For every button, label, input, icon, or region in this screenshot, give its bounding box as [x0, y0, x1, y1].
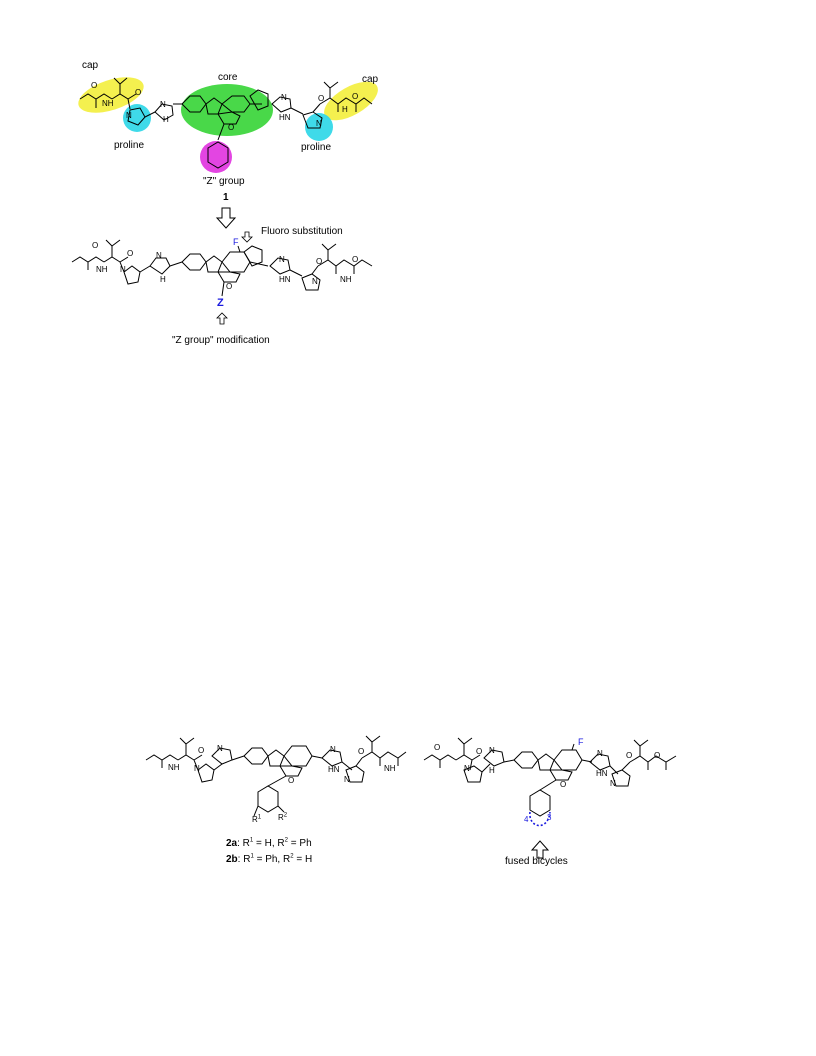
atom-h-imid-left-mod: H: [160, 275, 166, 284]
atom-o-amide-right: O: [318, 94, 325, 103]
z-atom: Z: [217, 297, 224, 309]
atom-o-amide-right-3: O: [626, 751, 633, 760]
atom-o-cap-right-3: O: [654, 751, 661, 760]
z-arrow: [216, 312, 228, 325]
atom-o-cap-right: O: [352, 92, 359, 101]
cap-right-label: cap: [362, 74, 379, 85]
atom-nh-left-2: NH: [168, 763, 180, 772]
atom-n-right: N: [316, 119, 322, 128]
atom-hn-right-2: HN: [328, 765, 340, 774]
atom-hn-right-mod: HN: [279, 275, 291, 284]
compound-2-structure: [145, 735, 407, 817]
atom-n-imid-left-2: N: [217, 744, 223, 753]
atom-h-imid-left-3: H: [489, 766, 495, 775]
atom-n-imid-left: N: [160, 100, 166, 109]
atom-hn-right: HN: [279, 113, 291, 122]
atom-o-amide-left-mod: O: [127, 249, 134, 258]
proline-right-label: proline: [301, 142, 332, 153]
atom-n-left: N: [126, 111, 132, 120]
atom-n-imid-left-mod: N: [156, 251, 162, 260]
compound-2a-caption: 2a: R1 = H, R2 = Ph: [226, 837, 312, 849]
atom-o-cap-left: O: [91, 81, 98, 90]
atom-nh-left: NH: [102, 99, 114, 108]
proline-right-highlight: [305, 113, 333, 141]
proline-left-label: proline: [114, 140, 145, 151]
atom-n-left-2: N: [194, 764, 200, 773]
atom-n-right-mod: N: [312, 277, 318, 286]
atom-nh-right-2: NH: [384, 764, 396, 773]
atom-o-amide-left-2: O: [198, 746, 205, 755]
atom-nh-left-mod: NH: [96, 265, 108, 274]
atom-o-amide-left: O: [135, 88, 142, 97]
atom-n-imid-right-3: N: [597, 749, 603, 758]
z-group-label: "Z" group: [203, 176, 245, 187]
fluorine-atom: F: [233, 237, 239, 247]
atom-o-core-2: O: [288, 776, 295, 785]
fused-bicycle-structure: [423, 737, 677, 817]
cap-left-label: cap: [82, 60, 99, 71]
atom-n-imid-right-mod: N: [279, 255, 285, 264]
atom-o-cap-left-mod: O: [92, 241, 99, 250]
position-3-label: 3: [547, 813, 552, 822]
atom-n-left-3: N: [464, 764, 470, 773]
atom-n-right-3: N: [610, 779, 616, 788]
cap-left-highlight: [78, 77, 144, 113]
atom-n-imid-right-2: N: [330, 745, 336, 754]
fused-ring-dotted: [529, 811, 551, 827]
atom-n-imid-right: N: [281, 93, 287, 102]
atom-o-core-mod: O: [226, 282, 233, 291]
atom-o-amide-right-2: O: [358, 747, 365, 756]
fused-arrow: [530, 840, 550, 859]
atom-o-core-3: O: [560, 780, 567, 789]
r1-label: R1: [252, 814, 262, 824]
atom-n-right-2: N: [344, 775, 350, 784]
atom-o-cap-left-3: O: [434, 743, 441, 752]
fused-bicycles-label: fused bicycles: [505, 856, 568, 867]
atom-n-imid-left-3: N: [489, 746, 495, 755]
modified-structure: [71, 239, 373, 297]
down-arrow-1: [215, 207, 237, 229]
r2-label: R2: [278, 812, 288, 822]
fluoro-substitution-label: Fluoro substitution: [261, 226, 343, 237]
atom-n-left-mod: N: [120, 265, 126, 274]
compound-1-label: 1: [223, 192, 229, 203]
fluoro-arrow: [241, 231, 253, 243]
atom-hn-right-3: HN: [596, 769, 608, 778]
position-4-label: 4: [524, 815, 529, 824]
atom-o-cap-right-mod: O: [352, 255, 359, 264]
atom-o-amide-right-mod: O: [316, 257, 323, 266]
atom-o-core: O: [228, 123, 235, 132]
fluorine-atom-2: F: [578, 737, 584, 747]
z-group-highlight: [200, 141, 232, 173]
atom-nh-right-mod: NH: [340, 275, 352, 284]
atom-h-right: H: [342, 105, 348, 114]
z-group-modification-label: "Z group" modification: [172, 335, 270, 346]
compound-1-structure: [78, 77, 378, 173]
atom-h-left: H: [163, 115, 169, 124]
core-label: core: [218, 72, 238, 83]
atom-o-amide-left-3: O: [476, 747, 483, 756]
compound-2b-caption: 2b: R1 = Ph, R2 = H: [226, 853, 313, 865]
